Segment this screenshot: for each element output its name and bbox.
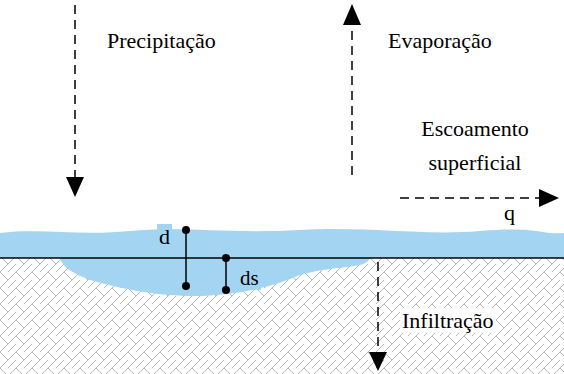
depth-symbol: ds: [238, 266, 261, 290]
storage-depth-marker: [222, 254, 230, 294]
process-label: Precipitação: [107, 28, 216, 53]
water: [0, 229, 564, 296]
precipitation-arrow: [66, 5, 84, 197]
process-label: Evaporação: [388, 28, 492, 53]
flow-symbol: q: [504, 200, 515, 225]
runoff-arrow: [400, 189, 559, 207]
depth-symbol: d: [157, 224, 172, 249]
process-label: Infiltração: [400, 308, 496, 333]
infiltration-arrow: [369, 262, 387, 371]
depth-marker: [182, 226, 190, 290]
ground-line: [0, 257, 564, 259]
process-label: Escoamento superficial: [395, 112, 555, 180]
evaporation-arrow: [343, 4, 361, 175]
